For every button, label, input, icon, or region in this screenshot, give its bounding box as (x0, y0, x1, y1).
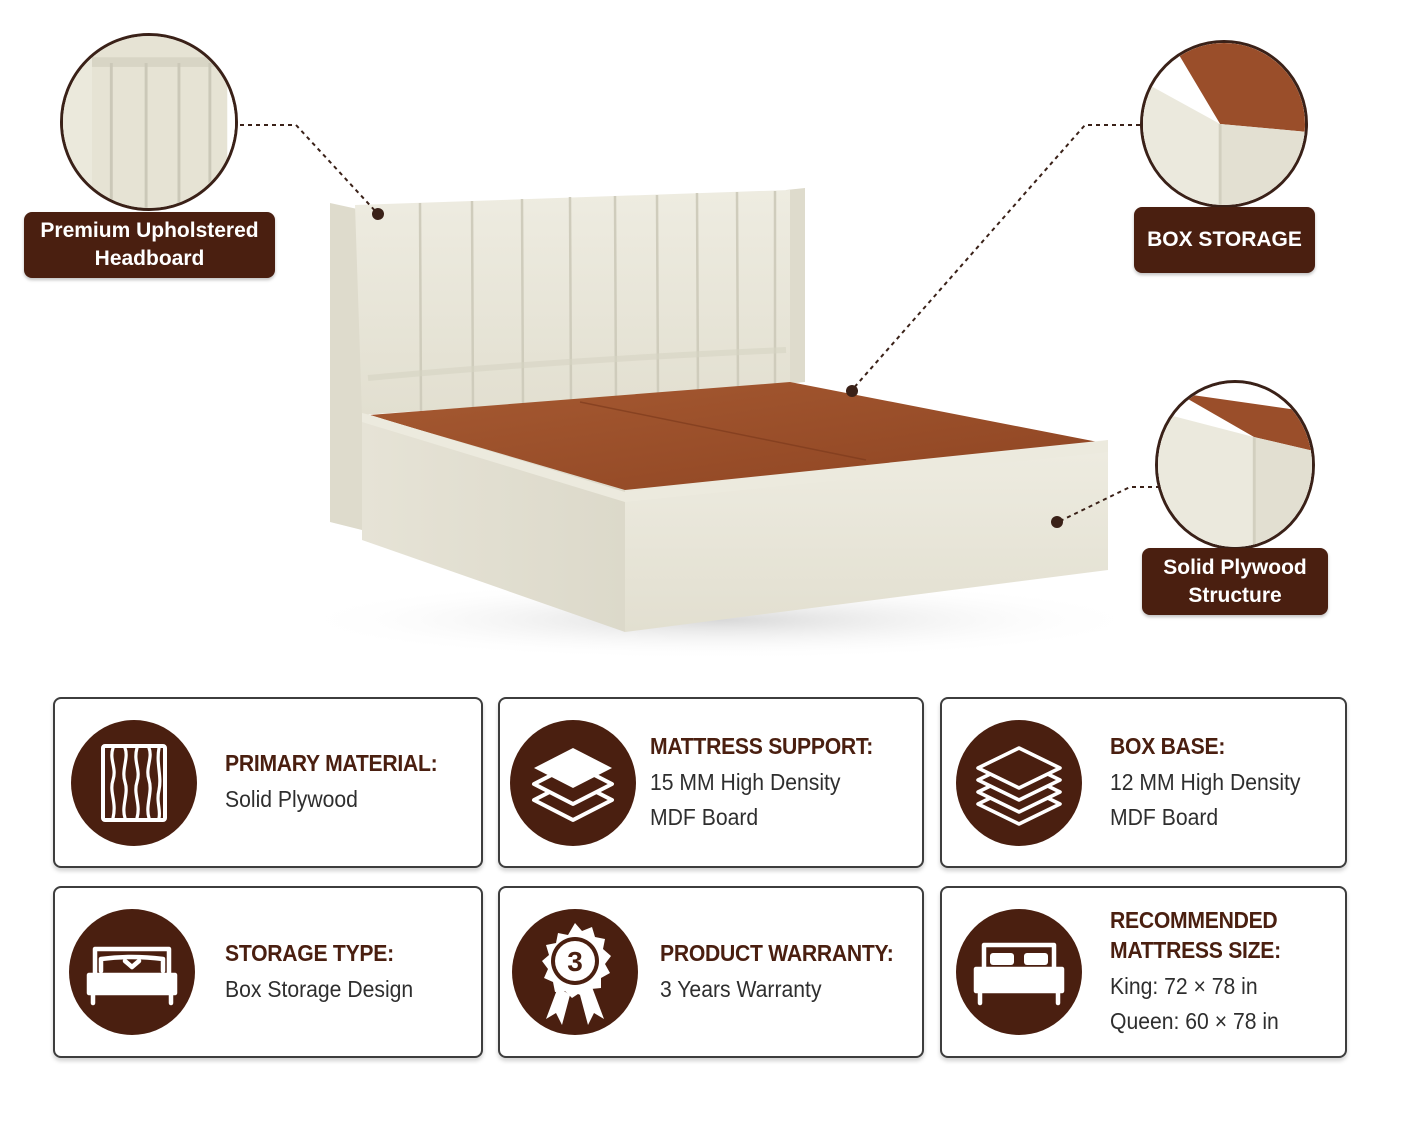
feature-title: PRODUCT WARRANTY: (660, 939, 894, 966)
headboard-marker (372, 208, 384, 220)
double-bed-icon (956, 909, 1082, 1035)
feature-value: MDF Board (1110, 803, 1219, 830)
warranty-badge-icon: 3 (512, 909, 638, 1035)
feature-value: Queen: 60 × 78 in (1110, 1008, 1279, 1034)
bed-illustration (240, 124, 1160, 660)
bed-icon (69, 909, 195, 1035)
box-storage-label: BOX STORAGE (1134, 207, 1315, 273)
feature-card-storage-type: STORAGE TYPE: Box Storage Design (53, 886, 483, 1058)
headboard-label-line1: Premium Upholstered (40, 219, 259, 242)
headboard-label-line2: Headboard (94, 247, 205, 270)
box-storage-marker (846, 385, 858, 397)
feature-card-box-base: BOX BASE: 12 MM High Density MDF Board (940, 697, 1347, 868)
feature-card-primary-material: PRIMARY MATERIAL: Solid Plywood (53, 697, 483, 868)
headboard-connector (240, 124, 379, 215)
feature-title-line2: MATTRESS SIZE: (1110, 937, 1281, 963)
headboard-zoom-circle (60, 33, 238, 211)
structure-label-line1: Solid Plywood (1163, 555, 1307, 579)
structure-marker (1051, 516, 1063, 528)
structure-label: Solid Plywood Structure (1142, 548, 1328, 615)
feature-value: 15 MM High Density (650, 768, 841, 795)
layers-icon (510, 719, 636, 846)
box-storage-connector (851, 124, 1140, 391)
feature-value: Box Storage Design (225, 975, 414, 1002)
structure-label-line2: Structure (1188, 583, 1282, 607)
feature-card-mattress-size: RECOMMENDED MATTRESS SIZE: King: 72 × 78… (940, 886, 1347, 1058)
bed-box (362, 382, 1108, 632)
feature-value: King: 72 × 78 in (1110, 973, 1258, 999)
feature-value: 12 MM High Density (1110, 768, 1301, 795)
structure-zoom-circle (1155, 380, 1315, 550)
wood-grain-icon (71, 719, 197, 846)
structure-connector (1057, 486, 1160, 523)
feature-title-line1: RECOMMENDED (1110, 907, 1278, 933)
box-storage-label-text: BOX STORAGE (1147, 228, 1302, 251)
feature-title: BOX BASE: (1110, 732, 1226, 759)
stacked-boards-icon (956, 719, 1082, 846)
feature-card-product-warranty: 3 PRODUCT WARRANTY: 3 Years Warranty (498, 886, 924, 1058)
feature-value: MDF Board (650, 803, 759, 830)
headboard-label: Premium Upholstered Headboard (24, 212, 275, 278)
feature-title: PRIMARY MATERIAL: (225, 750, 438, 776)
feature-value: Solid Plywood (225, 786, 358, 812)
feature-card-mattress-support: MATTRESS SUPPORT: 15 MM High Density MDF… (498, 697, 924, 868)
warranty-badge-number: 3 (567, 946, 583, 977)
feature-value: 3 Years Warranty (660, 975, 822, 1002)
feature-title: MATTRESS SUPPORT: (650, 732, 873, 759)
headboard (330, 188, 805, 530)
box-storage-zoom-circle (1140, 40, 1308, 208)
feature-title: STORAGE TYPE: (225, 939, 394, 966)
